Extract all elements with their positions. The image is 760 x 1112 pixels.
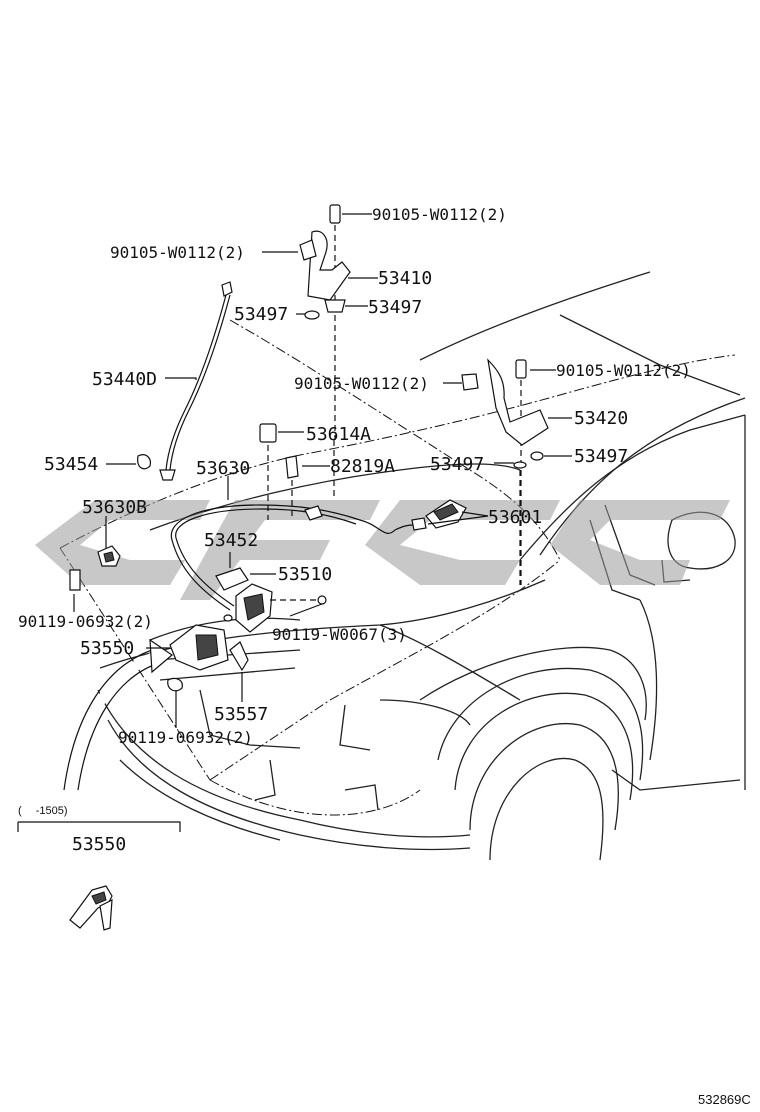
label-hinge-left: 53410 [378, 268, 432, 289]
label-lever: 53601 [488, 507, 542, 528]
hood-support-rod [137, 281, 233, 481]
label-support-sub: 53550 [80, 638, 134, 659]
callout-arrow-outline [63, 647, 163, 791]
label-bolt-hinge-left: 90105-W0112(2) [110, 243, 245, 262]
label-bolt-hinge-right-top: 90105-W0112(2) [556, 361, 691, 380]
diagram-code: 532869C [698, 1092, 751, 1107]
hood-release-cable [170, 504, 427, 622]
label-inset-part: 53550 [72, 834, 126, 855]
callout-arrow [65, 650, 162, 791]
label-bolt-lock: 90119-W0067(3) [272, 625, 407, 644]
label-lock-assy: 53510 [278, 564, 332, 585]
label-range: ( -1505) [18, 805, 68, 817]
label-cable-clamp: 53630B [82, 497, 147, 518]
label-hinge-right: 53420 [574, 408, 628, 429]
label-bolt-bottom: 90119-06932(2) [118, 728, 253, 747]
hood-lock-assy [215, 567, 327, 633]
label-cushion-b: 53497 [234, 304, 288, 325]
label-seal: 82819A [330, 456, 395, 477]
inset-lock-support [69, 885, 113, 931]
cable-clamp [69, 545, 121, 591]
label-clip: 53614A [306, 424, 371, 445]
hood-hinge-left [299, 204, 351, 440]
label-bolt-hinge-top: 90105-W0112(2) [372, 205, 507, 224]
label-holder: 53454 [44, 454, 98, 475]
label-cushion-d: 53497 [574, 446, 628, 467]
hood-release-lever [425, 499, 467, 529]
callout-arrow-head [149, 638, 173, 674]
label-catch: 53557 [214, 704, 268, 725]
hood-lock-support [167, 624, 249, 692]
label-lock-bracket: 53452 [204, 530, 258, 551]
label-cushion-c: 53497 [430, 454, 484, 475]
label-cushion-a: 53497 [368, 297, 422, 318]
clip-seal-group [259, 423, 299, 520]
label-cable: 53630 [196, 458, 250, 479]
label-bolt-hinge-right-left: 90105-W0112(2) [294, 374, 429, 393]
leader-lines [17, 213, 572, 832]
hood-hinge-right [461, 358, 549, 585]
label-bolt-left: 90119-06932(2) [18, 612, 153, 631]
label-support-rod: 53440D [92, 369, 157, 390]
